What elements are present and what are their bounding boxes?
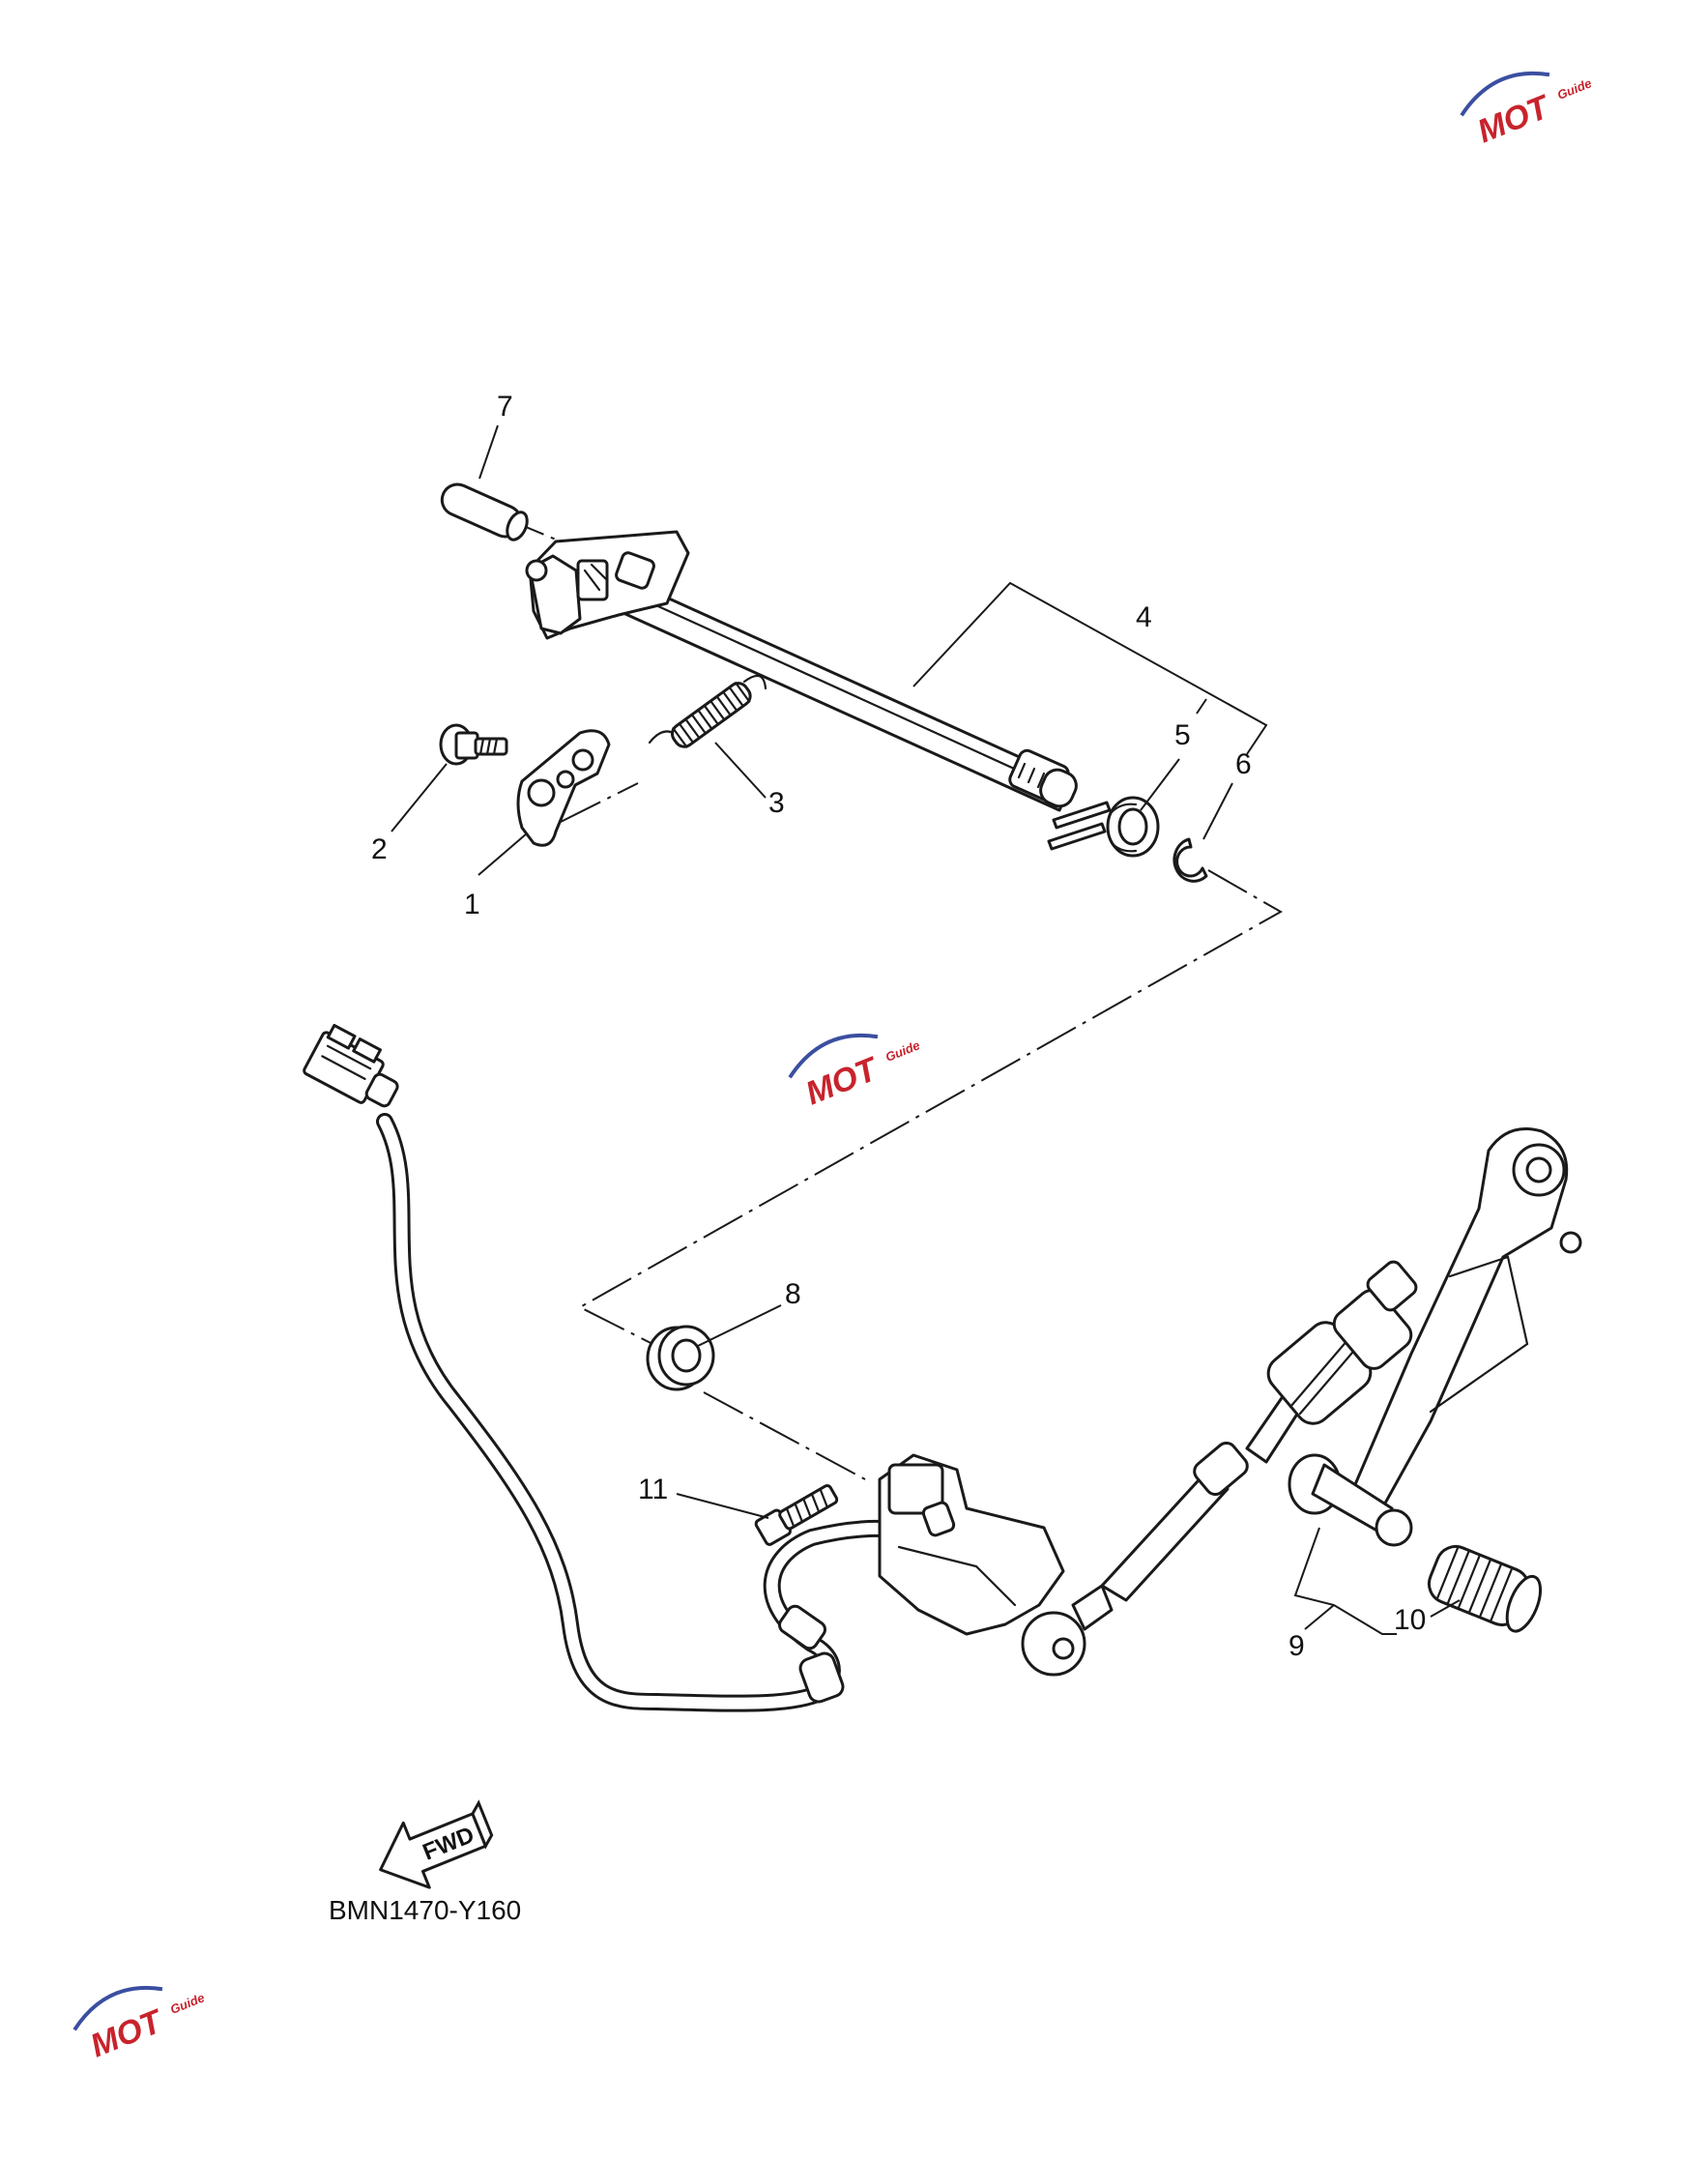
watermark-brand: MOT xyxy=(85,2002,169,2065)
leader-7 xyxy=(478,424,499,480)
leader-8 xyxy=(697,1304,782,1347)
bracket-9-10 xyxy=(1293,1527,1397,1635)
callout-bracket-4-branch xyxy=(1196,698,1207,715)
leader-5 xyxy=(1140,758,1180,811)
spring-part-3 xyxy=(648,674,767,748)
stopper-lever-part xyxy=(516,729,611,847)
watermark-center: MOT Guide xyxy=(788,1033,922,1113)
circlip-part-6 xyxy=(1172,837,1208,883)
leader-2 xyxy=(391,763,448,832)
callout-11: 11 xyxy=(638,1474,668,1505)
shift-shaft-part xyxy=(525,530,1078,812)
oil-seal-part-8 xyxy=(646,1325,715,1391)
callout-8: 8 xyxy=(785,1278,801,1310)
watermark-brand: MOT xyxy=(1472,88,1556,151)
leader-10 xyxy=(1430,1599,1461,1618)
callout-9: 9 xyxy=(1288,1630,1305,1662)
watermark-bottom-left: MOT Guide xyxy=(72,1985,207,2065)
callout-3: 3 xyxy=(768,787,785,819)
fwd-arrow-icon: FWD xyxy=(379,1799,494,1889)
assembly-line-shaft-to-pedal xyxy=(577,869,1284,1355)
pin-part xyxy=(440,482,529,541)
watermark-sub: Guide xyxy=(1555,75,1594,102)
torsion-spring-part-5 xyxy=(1047,796,1160,858)
leader-1 xyxy=(478,832,528,876)
callout-10: 10 xyxy=(1394,1604,1426,1636)
leader-6 xyxy=(1202,782,1233,840)
watermark-brand: MOT xyxy=(800,1050,884,1113)
callout-1: 1 xyxy=(464,889,480,920)
sensor-cable-part xyxy=(303,1023,898,1712)
leader-3 xyxy=(714,742,767,799)
leader-11 xyxy=(676,1493,769,1519)
callout-5: 5 xyxy=(1174,719,1191,751)
leader-9 xyxy=(1304,1604,1335,1630)
shift-pedal-part xyxy=(1100,1127,1582,1633)
bolt-part-2 xyxy=(439,723,508,766)
watermark-top-right: MOT Guide xyxy=(1460,71,1594,151)
callout-2: 2 xyxy=(371,833,388,865)
callout-bracket-4 xyxy=(912,581,1268,755)
diagram-code: BMN1470-Y160 xyxy=(329,1895,521,1925)
shift-arm-bracket-part xyxy=(878,1453,1114,1677)
assembly-line-seal-to-bracket xyxy=(703,1391,866,1480)
callout-7: 7 xyxy=(497,391,513,423)
assembly-line-spring xyxy=(560,782,639,823)
watermark-sub: Guide xyxy=(883,1037,922,1065)
bolt-part-11 xyxy=(754,1484,839,1546)
callout-6: 6 xyxy=(1235,748,1252,780)
watermark-sub: Guide xyxy=(168,1990,207,2017)
callout-4: 4 xyxy=(1136,601,1152,633)
